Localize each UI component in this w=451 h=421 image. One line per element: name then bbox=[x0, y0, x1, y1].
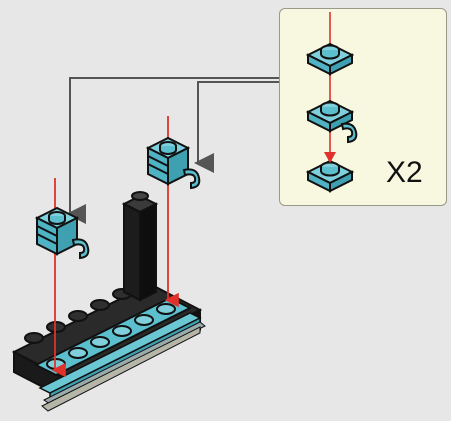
clip-brick-right bbox=[148, 138, 199, 188]
plate-1x1-icon bbox=[308, 44, 352, 74]
black-pillar bbox=[124, 192, 156, 300]
leader-line-right bbox=[198, 82, 279, 163]
clip-plate-1x1-icon bbox=[308, 101, 356, 142]
plate-1x1-bottom-icon bbox=[308, 161, 352, 191]
callout-steps bbox=[308, 12, 356, 191]
callout-arrow-head bbox=[324, 152, 336, 163]
clip-brick-left bbox=[37, 208, 88, 258]
quantity-multiplier: X2 bbox=[386, 156, 423, 190]
